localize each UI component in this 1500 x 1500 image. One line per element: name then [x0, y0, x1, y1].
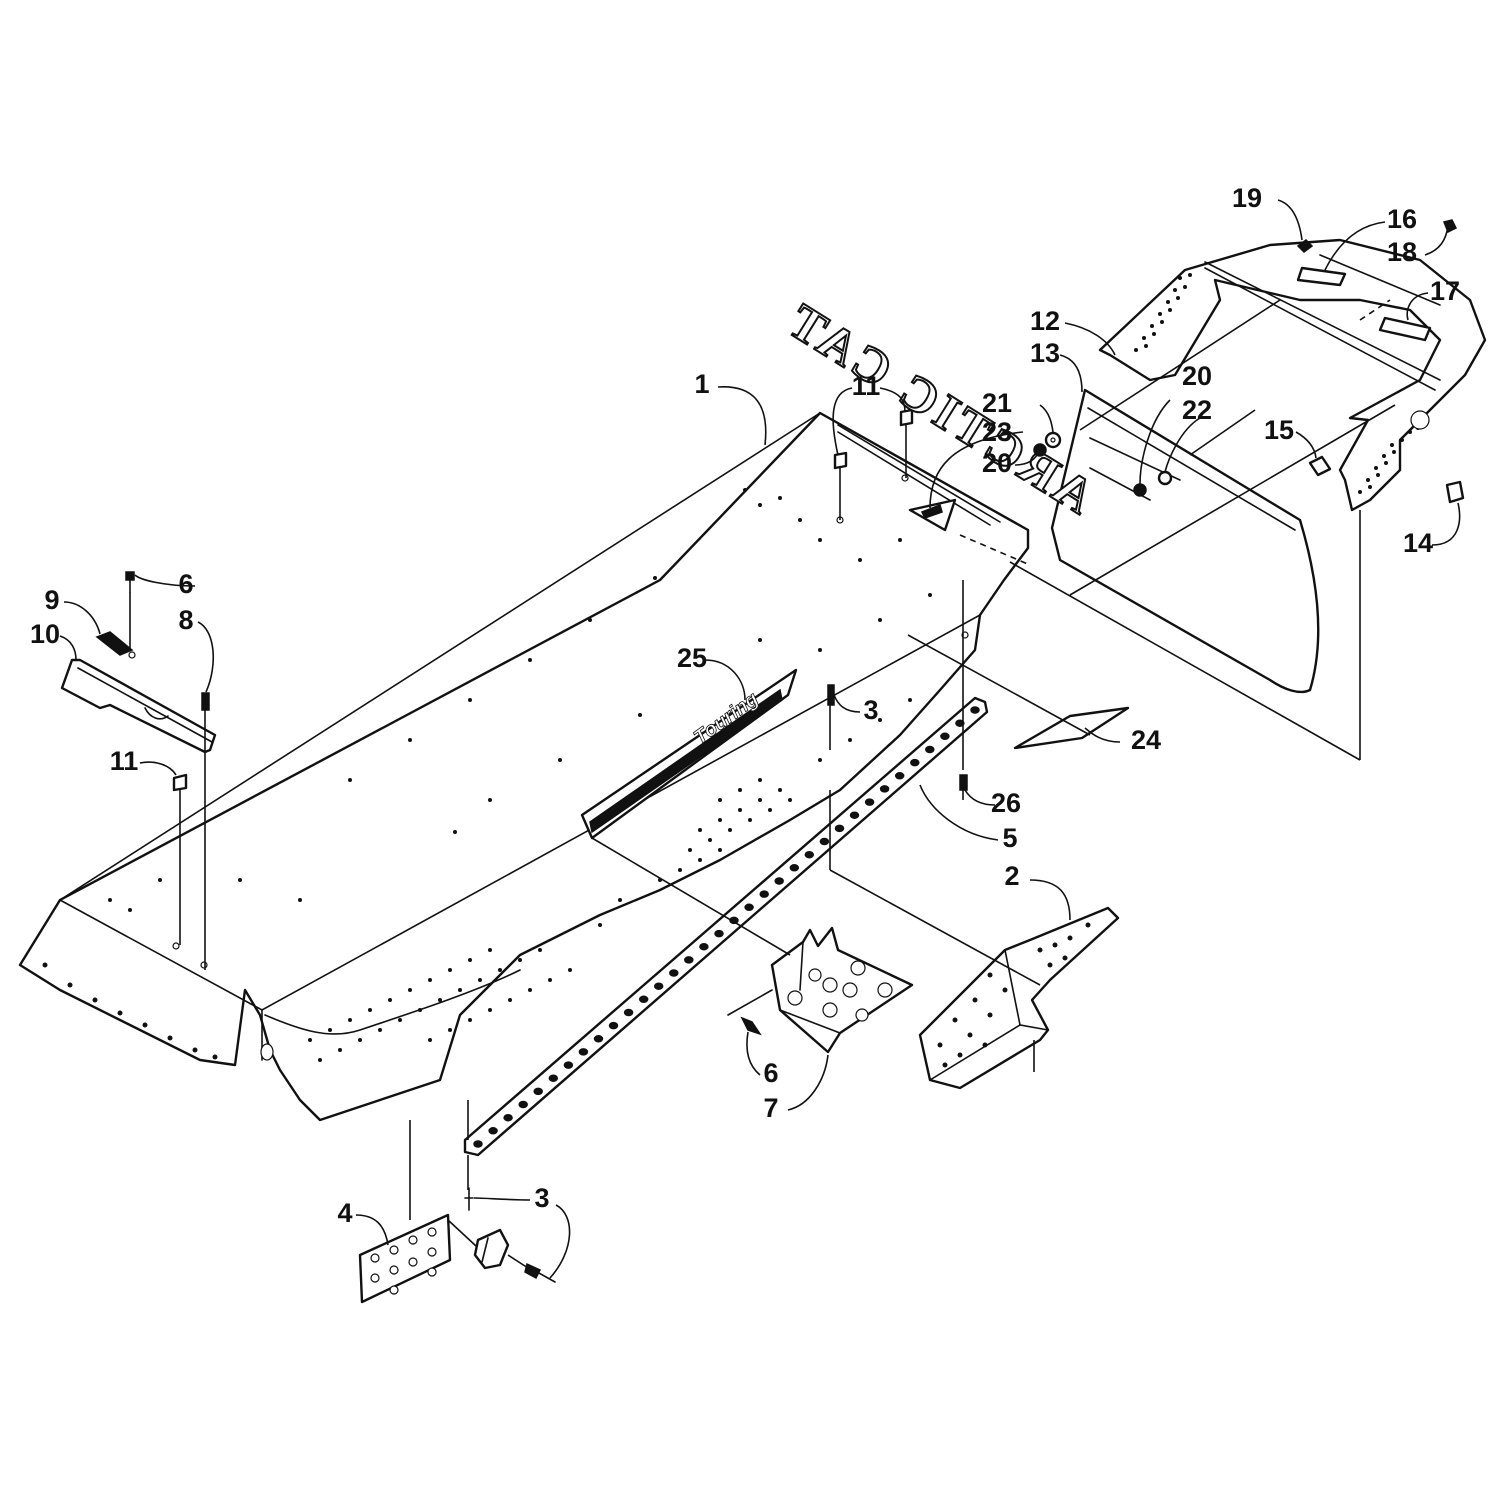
callout-12: 12 [1030, 306, 1060, 336]
rail-stud [834, 824, 845, 833]
tunnel-top-holes [108, 474, 969, 969]
callout-25: 25 [677, 643, 707, 673]
clip-part-15 [1308, 455, 1332, 477]
clip-part-14 [1445, 480, 1465, 504]
rail-stud [638, 995, 649, 1004]
rail-stud [819, 837, 830, 846]
screw-part-23 [908, 498, 957, 532]
callout-17: 17 [1430, 276, 1460, 306]
bracket-pad-part-9 [95, 631, 136, 659]
rail-stud [578, 1048, 589, 1056]
decal-part-24 [1013, 706, 1130, 750]
callout-1: 1 [694, 369, 709, 399]
callout-20-left: 20 [982, 448, 1012, 478]
callout-19: 19 [1232, 183, 1262, 213]
rail-stud [684, 956, 694, 964]
rear-bumper-part-12 [1098, 238, 1487, 512]
callout-6-front: 6 [763, 1058, 778, 1088]
callout-24: 24 [1131, 725, 1161, 755]
callout-labels: 1 2 3 3 4 5 6 6 7 8 9 10 11 11 12 13 14 … [30, 183, 1460, 1228]
callout-26: 26 [991, 788, 1021, 818]
cap-part-11-top [833, 408, 914, 470]
rail-stud [699, 942, 709, 951]
rail-part-5 [463, 696, 989, 1157]
fastener-part-6-front [740, 1016, 762, 1036]
callout-7: 7 [763, 1093, 778, 1123]
rail-stud [849, 811, 860, 819]
rail-stud [925, 745, 935, 754]
callout-10: 10 [30, 619, 60, 649]
rail-stud [789, 864, 800, 872]
rail-stud [774, 877, 784, 885]
rail-stud [970, 706, 980, 714]
tunnel-part-1 [18, 411, 1030, 1122]
screw-part-26 [959, 774, 968, 791]
rivet-part-3-upper [827, 684, 835, 706]
callout-8: 8 [178, 605, 193, 635]
rail-stud [608, 1021, 619, 1030]
rail-stud [879, 785, 890, 793]
rail-stud [804, 850, 815, 859]
callout-11-top: 11 [852, 371, 881, 401]
backing-plate-part-4 [358, 1213, 452, 1304]
rail-stud [864, 798, 875, 806]
rail-stud [669, 969, 679, 977]
screw-part-18 [1442, 219, 1458, 234]
callout-23: 23 [982, 417, 1012, 447]
rail-stud [488, 1127, 498, 1135]
rivet-washer-part-3 [464, 1187, 556, 1283]
rail-studs [473, 706, 980, 1148]
handle-grip-part-17 [1378, 316, 1432, 342]
callout-3-upper: 3 [863, 695, 878, 725]
tunnel-rear-edge-holes [42, 962, 218, 1060]
callout-2: 2 [1004, 861, 1019, 891]
rail-stud [955, 719, 965, 727]
rail-stud [473, 1140, 483, 1148]
rail-stud [714, 929, 724, 938]
callout-4: 4 [337, 1198, 352, 1228]
callout-5: 5 [1002, 823, 1017, 853]
callout-21: 21 [982, 388, 1012, 418]
washer-part-21 [1044, 431, 1062, 449]
rail-stud [593, 1035, 604, 1043]
callout-22: 22 [1182, 395, 1212, 425]
side-bracket-part-2 [918, 906, 1120, 1090]
screw-part-19 [1296, 239, 1314, 253]
rail-stud [910, 758, 920, 767]
rail-stud [548, 1074, 559, 1082]
callout-13: 13 [1030, 338, 1060, 368]
assembly-lines [129, 299, 1396, 1269]
callout-6-rear: 6 [178, 569, 193, 599]
callout-18: 18 [1387, 237, 1417, 267]
callout-11-rear: 11 [110, 746, 139, 776]
rail-stud [653, 982, 664, 990]
rail-stud [623, 1008, 634, 1017]
rail-stud [533, 1087, 543, 1096]
rail-stud [563, 1061, 574, 1069]
cap-part-11-rear [172, 773, 188, 792]
rail-stud [894, 772, 905, 780]
fastener-part-8 [201, 692, 210, 711]
callout-3-lower: 3 [534, 1183, 549, 1213]
fastener-part-6-rear [125, 571, 135, 593]
bumper-left-perforations [1134, 273, 1192, 352]
rail-stud [503, 1113, 513, 1122]
rear-bracket-part-10 [60, 658, 217, 754]
callout-14: 14 [1403, 528, 1433, 558]
side-bracket-holes [937, 922, 1091, 1068]
rail-stud [940, 732, 950, 741]
rail-stud [759, 890, 769, 898]
rail-stud [744, 903, 754, 912]
tunnel-side-perforations [308, 698, 912, 1062]
callout-9: 9 [44, 585, 59, 615]
handle-grip-part-16 [1296, 266, 1347, 287]
callout-15: 15 [1264, 415, 1294, 445]
callout-20-right: 20 [1182, 361, 1212, 391]
rail-stud [518, 1100, 528, 1109]
washer-part-22 [1157, 470, 1173, 486]
footrest-bracket-part-7 [727, 926, 914, 1054]
callout-leaders [59, 199, 1461, 1279]
callout-16: 16 [1387, 204, 1417, 234]
